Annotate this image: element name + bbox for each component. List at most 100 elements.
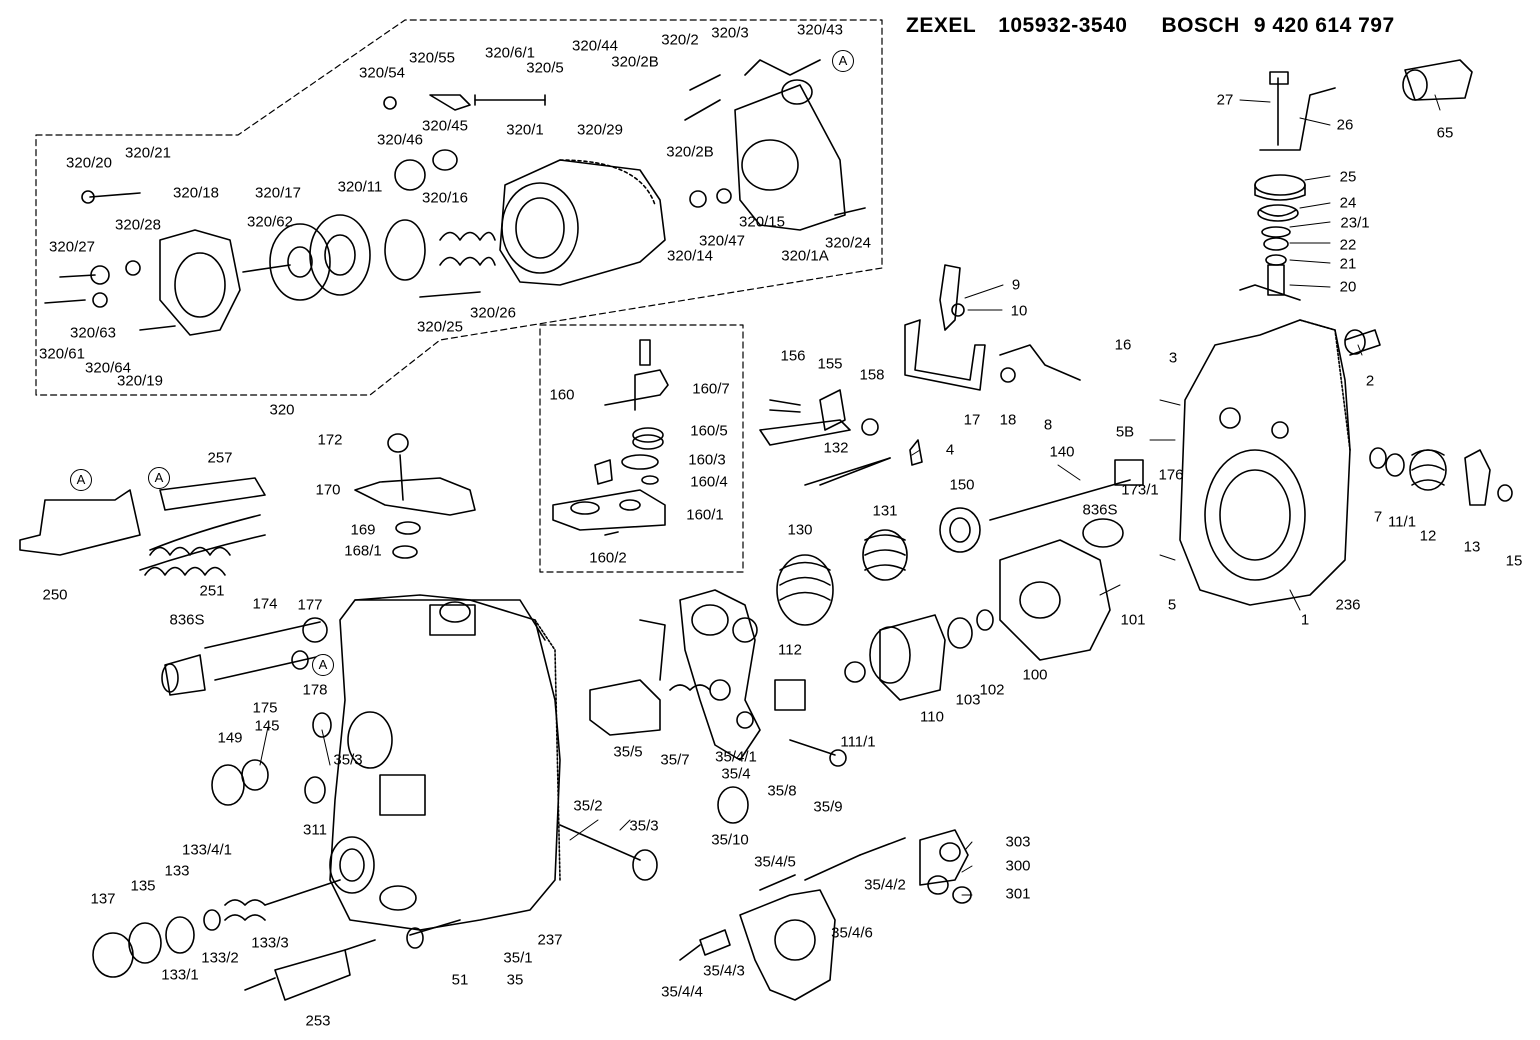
maker-zexel: ZEXEL	[906, 14, 977, 37]
part-label: 176	[1158, 466, 1184, 484]
reference-callout: A	[832, 50, 854, 72]
part-label: 145	[254, 717, 280, 735]
part-label: 149	[217, 729, 243, 747]
part-label: 35/8	[767, 782, 797, 800]
part-label: 160/7	[692, 380, 730, 398]
part-label: 320/3	[711, 24, 749, 42]
part-label: 24	[1339, 194, 1357, 212]
part-label: 160/4	[690, 473, 728, 491]
lower-lever-35-4	[679, 829, 972, 1001]
part-label: 35/4/2	[864, 876, 906, 894]
lever-170	[354, 433, 476, 559]
part-label: 320/44	[572, 37, 618, 55]
part-label: 160/2	[589, 549, 627, 567]
part-label: 18	[999, 411, 1017, 429]
part-label: 320/1A	[781, 247, 829, 265]
part-label: 320/16	[422, 189, 468, 207]
reference-callout: A	[148, 467, 170, 489]
part-label: 300	[1005, 857, 1031, 875]
part-label: 101	[1120, 611, 1146, 629]
part-label: 320/62	[247, 213, 293, 231]
part-label: 135	[130, 877, 156, 895]
part-label: 22	[1339, 236, 1357, 254]
group-160	[552, 339, 669, 536]
part-label: 21	[1339, 255, 1357, 273]
part-label: 35/4/5	[754, 853, 796, 871]
part-label: 320/18	[173, 184, 219, 202]
part-label: 320/45	[422, 117, 468, 135]
part-label: 236	[1335, 596, 1361, 614]
part-label: 35/4/3	[703, 962, 745, 980]
zexel-part-number: 105932-3540	[998, 14, 1128, 37]
linkage-parts	[759, 264, 1081, 486]
part-label: 35/1	[503, 949, 533, 967]
governor-320-assembly	[44, 59, 866, 336]
part-label: 26	[1336, 116, 1354, 134]
part-label: 103	[955, 691, 981, 709]
part-label: 9	[1011, 276, 1021, 294]
part-label: 320/46	[377, 131, 423, 149]
part-label: 13	[1463, 538, 1481, 556]
part-label: 25	[1339, 168, 1357, 186]
part-label: 140	[1049, 443, 1075, 461]
part-label: 35/10	[711, 831, 749, 849]
part-label: 158	[859, 366, 885, 384]
part-label: 160/3	[688, 451, 726, 469]
part-label: 320/25	[417, 318, 463, 336]
part-label: 10	[1010, 302, 1028, 320]
part-label: 112	[778, 641, 802, 659]
part-label: 51	[451, 971, 469, 989]
part-label: 320/19	[117, 372, 163, 390]
pump-housing	[1179, 319, 1381, 606]
part-label: 160/1	[686, 506, 724, 524]
part-label: 133/3	[251, 934, 289, 952]
group-320-outline	[35, 19, 883, 573]
part-label: 35	[506, 971, 524, 989]
part-label: 320/28	[115, 216, 161, 234]
part-label: 311	[303, 821, 327, 839]
part-label: 102	[979, 681, 1005, 699]
part-label: 132	[823, 439, 849, 457]
part-label: 133/1	[161, 966, 199, 984]
part-label: 320	[269, 401, 295, 419]
part-label: 35/4	[721, 765, 751, 783]
part-label: 5B	[1115, 423, 1135, 441]
part-label: 35/5	[613, 743, 643, 761]
governor-housing	[329, 594, 561, 931]
part-label: 100	[1022, 666, 1048, 684]
part-label: 836S	[169, 611, 205, 629]
part-label: 253	[305, 1012, 331, 1030]
leader-lines	[259, 94, 1441, 896]
part-label: 172	[317, 431, 343, 449]
part-label: 23/1	[1340, 214, 1370, 232]
part-label: 130	[787, 521, 813, 539]
sleeve-65	[1402, 59, 1473, 101]
part-label: 35/4/1	[715, 748, 757, 766]
part-label: 320/29	[577, 121, 623, 139]
part-label: 8	[1043, 416, 1053, 434]
part-label: 150	[949, 476, 975, 494]
part-label: 27	[1216, 91, 1234, 109]
part-label: 320/55	[409, 49, 455, 67]
part-label: 174	[252, 595, 278, 613]
part-label: 160	[549, 386, 575, 404]
part-label: 133	[164, 862, 190, 880]
part-label: 320/11	[337, 178, 383, 196]
part-label: 320/2B	[666, 143, 714, 161]
part-label: 237	[537, 931, 563, 949]
part-label: 16	[1114, 336, 1132, 354]
spring-pack	[776, 457, 1144, 701]
part-label: 131	[872, 502, 898, 520]
part-label: 170	[315, 481, 341, 499]
part-label: 169	[350, 521, 376, 539]
part-label: 17	[963, 411, 981, 429]
part-label: 20	[1339, 278, 1357, 296]
adjust-screws	[161, 617, 328, 696]
bracket-250-springs	[19, 477, 266, 576]
part-label: 320/47	[699, 232, 745, 250]
part-label: 110	[920, 708, 944, 726]
part-label: 251	[199, 582, 225, 600]
part-label: 155	[817, 355, 843, 373]
part-label: 7	[1373, 508, 1383, 526]
